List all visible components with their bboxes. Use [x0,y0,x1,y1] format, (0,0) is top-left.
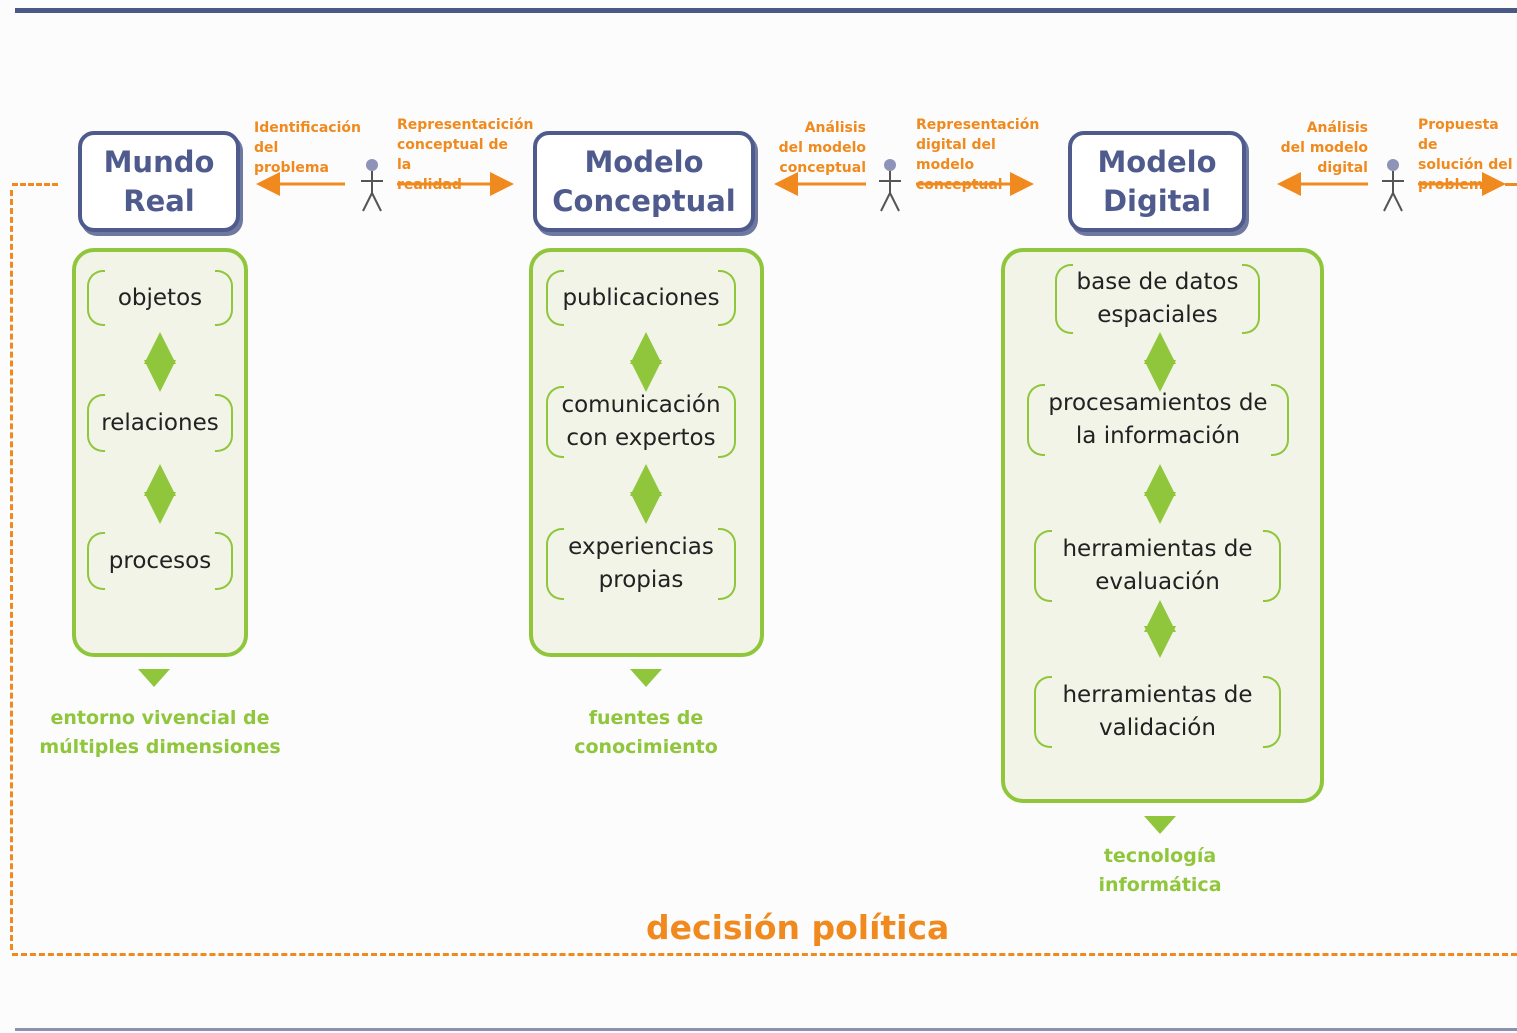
decision-frame-bottom [12,953,1517,956]
model-modelo-conceptual: Modelo Conceptual [533,131,755,232]
person-icon [879,159,901,212]
model-title: Mundo Real [103,144,215,218]
person-icon [361,159,383,212]
decision-label: decisión política [640,908,956,947]
decision-frame-left [10,190,13,950]
top-rule [15,8,1517,13]
triangle-down-icon [1144,816,1176,834]
list-item: procesamientos de la información [1027,384,1289,456]
footer-modelo-conceptual: fuentes de conocimiento [574,707,718,758]
model-title: Modelo Digital [1097,144,1217,218]
action-representacion-digital: Representación digital del modelo concep… [916,117,1040,193]
triangle-down-icon [138,669,170,687]
list-item: objetos [87,270,233,326]
action-representacion-conceptual: Representacición conceptual de la realid… [397,117,534,193]
list-item: publicaciones [546,270,736,326]
list-item: comunicación con expertos [546,386,736,458]
bottom-rule [15,1028,1517,1031]
action-analisis-digital: Análisis del modelo digital [1280,120,1368,176]
triangle-down-icon [630,669,662,687]
list-item: herramientas de validación [1034,676,1281,748]
action-analisis-conceptual: Análisis del modelo conceptual [778,120,866,176]
person-icon [1382,159,1404,212]
model-title: Modelo Conceptual [552,144,736,218]
list-item: procesos [87,532,233,590]
footer-modelo-digital: tecnología informática [1098,845,1222,896]
model-mundo-real: Mundo Real [78,131,240,232]
decision-frame-top-right [1505,183,1517,186]
list-item: base de datos espaciales [1055,264,1260,334]
model-modelo-digital: Modelo Digital [1068,131,1246,232]
list-item: relaciones [87,394,233,452]
footer-mundo-real: entorno vivencial de múltiples dimension… [39,707,281,758]
list-item: experiencias propias [546,528,736,600]
list-item: herramientas de evaluación [1034,530,1281,602]
decision-frame-top-left [12,183,58,186]
